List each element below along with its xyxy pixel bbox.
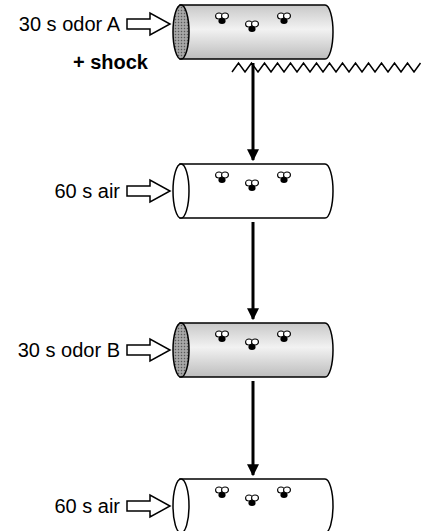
air-arrow (127, 180, 170, 202)
step-label: 60 s air (52, 179, 122, 203)
fly (246, 180, 259, 191)
tube-step: 30 s odor B (172, 322, 334, 378)
fly (216, 13, 229, 24)
fly (216, 331, 229, 342)
fly (216, 487, 229, 498)
fly (278, 172, 291, 183)
fly (278, 13, 291, 24)
shock-zigzag (232, 63, 421, 72)
tube-step: 60 s air (172, 478, 334, 531)
tube-drawing (172, 322, 334, 378)
fly (216, 172, 229, 183)
tube-step: 30 s odor A+ shock (172, 4, 334, 60)
step-arrow (252, 222, 255, 319)
tube-drawing (172, 163, 334, 219)
tube-drawing (172, 478, 334, 531)
fly (246, 339, 259, 350)
air-arrow (127, 339, 170, 361)
fly (278, 487, 291, 498)
stimulus-label: + shock (71, 50, 150, 74)
fly (278, 331, 291, 342)
step-label: 60 s air (52, 494, 122, 518)
air-arrow (127, 13, 170, 35)
fly (246, 21, 259, 32)
step-label: 30 s odor B (16, 338, 122, 362)
step-arrow (252, 63, 255, 160)
tube-drawing (172, 4, 334, 60)
air-inflow-arrows (127, 13, 170, 517)
tube-step: 60 s air (172, 163, 334, 219)
air-arrow (127, 495, 170, 517)
fly (246, 495, 259, 506)
step-arrow (252, 381, 255, 475)
step-label: 30 s odor A (17, 12, 122, 36)
